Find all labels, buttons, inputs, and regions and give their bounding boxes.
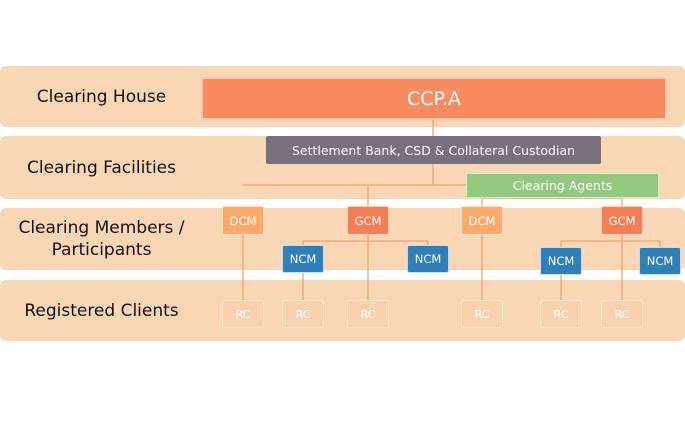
rc-node-6: RC (601, 300, 643, 328)
band-label-registered-clients: Registered Clients (24, 300, 179, 321)
band-label-clearing-facilities: Clearing Facilities (26, 157, 176, 178)
line-bank-bus (243, 164, 434, 208)
rc-node-4: RC (461, 300, 503, 328)
rc-node-5: RC (540, 300, 582, 328)
ncm-node-3: NCM (540, 247, 582, 275)
line-gcm1-branch (302, 235, 429, 300)
ccp-a-node: CCP.A (201, 77, 667, 120)
gcm-node-1: GCM (347, 206, 389, 235)
rc-node-3: RC (347, 300, 389, 328)
line-gcm2-branch (560, 235, 661, 300)
rc-node-1: RC (222, 300, 264, 328)
ncm-node-1: NCM (282, 245, 324, 273)
ncm-node-4: NCM (639, 247, 681, 275)
clearing-agents-node: Clearing Agents (466, 173, 659, 198)
rc-node-2: RC (282, 300, 324, 328)
dcm-node-1: DCM (222, 206, 264, 235)
dcm-node-2: DCM (461, 206, 503, 235)
settlement-bank-node: Settlement Bank, CSD & Collateral Custod… (266, 136, 601, 164)
ncm-node-2: NCM (407, 245, 449, 273)
band-label-clearing-members: Clearing Members / Participants (18, 218, 185, 260)
gcm-node-2: GCM (601, 206, 643, 235)
band-label-clearing-house: Clearing House (36, 86, 167, 107)
